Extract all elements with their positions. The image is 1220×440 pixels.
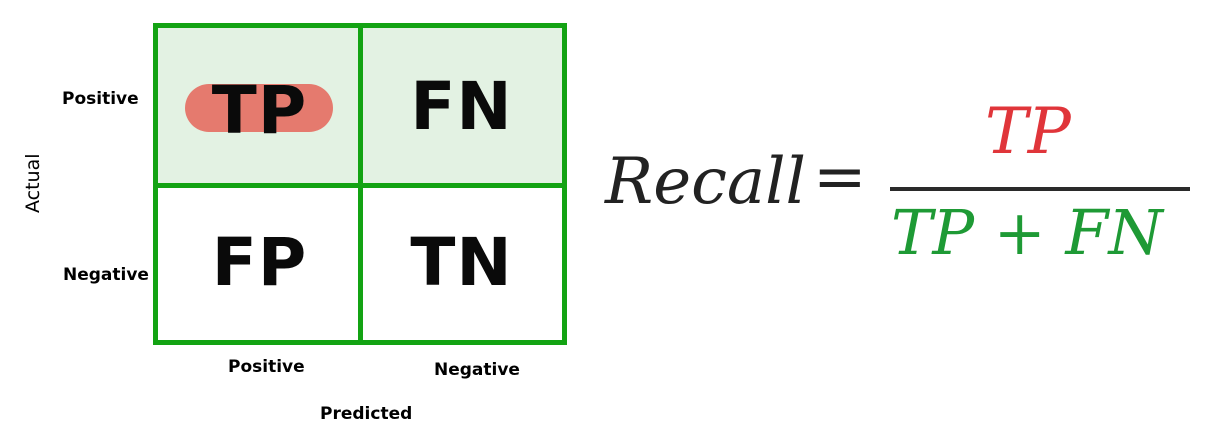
cell-true-positive: TP <box>158 28 361 185</box>
row-label-negative: Negative <box>63 265 149 285</box>
actual-axis-label: Actual <box>22 153 44 213</box>
cell-false-negative: FN <box>361 28 562 185</box>
matrix-horizontal-divider <box>158 183 562 188</box>
cell-tp-text: TP <box>211 72 308 149</box>
recall-formula: Recall = TP TP + FN <box>605 95 1205 280</box>
cell-true-negative: TN <box>361 185 562 340</box>
row-label-positive: Positive <box>62 89 139 109</box>
formula-denominator: TP + FN <box>891 196 1163 269</box>
cell-fn-text: FN <box>410 68 513 145</box>
col-label-negative: Negative <box>434 360 520 380</box>
col-label-positive: Positive <box>228 357 305 377</box>
formula-lhs: Recall <box>605 145 806 219</box>
predicted-axis-label: Predicted <box>320 404 413 424</box>
confusion-matrix: TP FN FP TN <box>153 23 567 345</box>
tp-highlight-pill <box>185 84 333 132</box>
cell-tn-text: TN <box>410 224 513 301</box>
cell-false-positive: FP <box>158 185 361 340</box>
formula-numerator: TP <box>985 95 1071 169</box>
cell-fp-text: FP <box>211 224 308 301</box>
formula-fraction-bar <box>890 187 1190 191</box>
formula-equals: = <box>813 140 867 214</box>
